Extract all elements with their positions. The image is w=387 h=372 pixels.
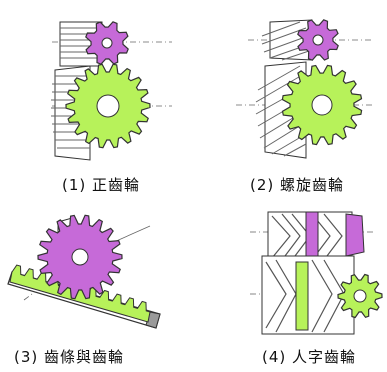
large-spur-gear xyxy=(51,64,150,160)
caption-herringbone-gears: (4) 人字齒輪 xyxy=(262,346,356,367)
small-helical-gear xyxy=(262,20,338,60)
caption-helical-gears: (2) 螺旋齒輪 xyxy=(250,174,344,195)
helical-gears-illustration xyxy=(236,20,372,158)
caption-spur-gears: (1) 正齒輪 xyxy=(62,174,140,195)
rack-and-pinion-illustration xyxy=(8,215,160,328)
caption-rack-and-pinion: (3) 齒條與齒輪 xyxy=(14,346,124,367)
spur-gears-illustration xyxy=(51,22,172,160)
herringbone-gears-illustration xyxy=(250,212,382,334)
lower-herringbone-gear xyxy=(262,256,382,334)
large-helical-gear xyxy=(256,62,362,158)
upper-herringbone-gear xyxy=(268,212,364,262)
small-spur-gear xyxy=(60,22,128,66)
